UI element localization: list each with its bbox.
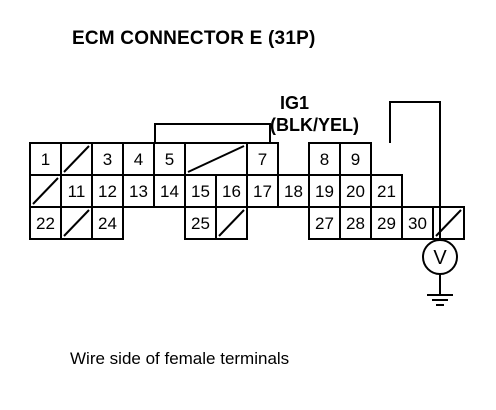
terminal-cell <box>277 174 310 208</box>
unused-terminal <box>184 142 248 176</box>
terminal-11: 11 <box>60 174 93 208</box>
terminal-12: 12 <box>91 174 124 208</box>
terminal-number: 19 <box>315 182 334 201</box>
terminal-30: 30 <box>401 206 434 240</box>
unused-slash <box>187 145 245 173</box>
terminal-14: 14 <box>153 174 186 208</box>
terminal-cell <box>153 174 186 208</box>
terminal-number: 5 <box>165 150 174 169</box>
terminal-cell <box>91 206 124 240</box>
terminal-number: 13 <box>129 182 148 201</box>
unused-terminal <box>60 206 93 240</box>
terminal-cell <box>401 206 434 240</box>
terminal-number: 1 <box>41 150 50 169</box>
terminal-number: 25 <box>191 214 210 233</box>
terminal-8: 8 <box>308 142 341 176</box>
ground-icon <box>427 294 453 306</box>
terminal-27: 27 <box>308 206 341 240</box>
terminal-cell <box>339 206 372 240</box>
terminal-cell <box>370 174 403 208</box>
unused-slash <box>218 209 245 237</box>
terminal-29: 29 <box>370 206 403 240</box>
terminal-25: 25 <box>184 206 217 240</box>
terminal-cell <box>339 142 372 176</box>
terminal-cell <box>215 174 248 208</box>
terminal-28: 28 <box>339 206 372 240</box>
unused-terminal <box>432 206 465 240</box>
signal-name-label: IG1 <box>280 93 309 113</box>
terminal-number: 7 <box>258 150 267 169</box>
terminal-number: 12 <box>98 182 117 201</box>
terminal-number: 20 <box>346 182 365 201</box>
terminal-cell <box>29 206 62 240</box>
terminal-16: 16 <box>215 174 248 208</box>
terminal-number: 8 <box>320 150 329 169</box>
terminal-number: 30 <box>408 214 427 233</box>
terminal-number: 11 <box>68 182 86 201</box>
terminal-20: 20 <box>339 174 372 208</box>
caption: Wire side of female terminals <box>70 349 290 368</box>
terminal-13: 13 <box>122 174 155 208</box>
unused-slash <box>63 145 90 173</box>
terminal-number: 4 <box>134 150 143 169</box>
terminal-number: 15 <box>191 182 210 201</box>
terminal-number: 29 <box>377 214 396 233</box>
connector-lock-tab <box>154 123 271 142</box>
terminal-number: 14 <box>160 182 179 201</box>
unused-terminal <box>215 206 248 240</box>
terminal-cell <box>184 206 217 240</box>
terminal-cell <box>91 174 124 208</box>
terminal-15: 15 <box>184 174 217 208</box>
terminal-19: 19 <box>308 174 341 208</box>
connector-title: ECM CONNECTOR E (31P) <box>72 28 316 49</box>
terminal-number: 22 <box>36 214 55 233</box>
unused-slash <box>32 177 59 205</box>
voltmeter-symbol: V <box>433 247 447 269</box>
terminal-number: 21 <box>377 182 396 201</box>
terminal-5: 5 <box>153 142 186 176</box>
terminal-number: 3 <box>103 150 112 169</box>
terminal-22: 22 <box>29 206 62 240</box>
terminal-number: 18 <box>284 182 303 201</box>
unused-terminal <box>29 174 62 208</box>
terminal-number: 28 <box>346 214 365 233</box>
terminal-21: 21 <box>370 174 403 208</box>
voltmeter-icon: V <box>422 239 458 275</box>
terminal-number: 17 <box>253 182 272 201</box>
unused-terminal <box>60 142 93 176</box>
terminal-24: 24 <box>91 206 124 240</box>
terminal-cell <box>184 174 217 208</box>
terminal-9: 9 <box>339 142 372 176</box>
terminal-cell <box>246 142 279 176</box>
probe-wire <box>389 101 441 240</box>
terminal-1: 1 <box>29 142 62 176</box>
terminal-3: 3 <box>91 142 124 176</box>
terminal-4: 4 <box>122 142 155 176</box>
wire-color-label: (BLK/YEL) <box>270 115 359 135</box>
terminal-number: 9 <box>351 150 360 169</box>
terminal-18: 18 <box>277 174 310 208</box>
terminal-17: 17 <box>246 174 279 208</box>
terminal-7: 7 <box>246 142 279 176</box>
terminal-number: 27 <box>315 214 334 233</box>
terminal-number: 16 <box>222 182 241 201</box>
unused-slash <box>63 209 90 237</box>
terminal-number: 24 <box>98 214 117 233</box>
